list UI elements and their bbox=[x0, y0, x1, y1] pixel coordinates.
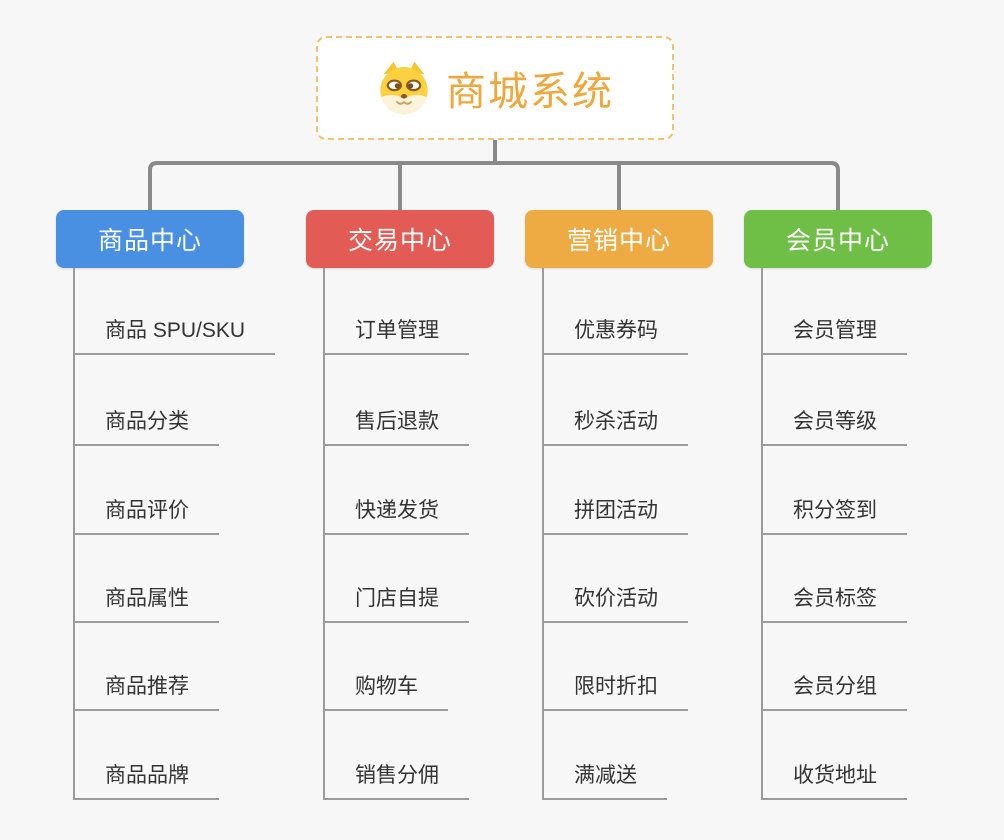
branch-node-product-center[interactable]: 商品中心 bbox=[56, 210, 244, 268]
leaf-node[interactable]: 积分签到 bbox=[761, 497, 907, 535]
leaf-node[interactable]: 收货地址 bbox=[761, 762, 907, 800]
branch-column-marketing: 营销中心 优惠券码 秒杀活动 拼团活动 砍价活动 限时折扣 满减送 bbox=[525, 210, 785, 800]
leaf-node[interactable]: 购物车 bbox=[323, 673, 448, 711]
branch-node-marketing-center[interactable]: 营销中心 bbox=[525, 210, 713, 268]
leaf-node[interactable]: 商品分类 bbox=[73, 408, 219, 446]
leaf-node[interactable]: 会员分组 bbox=[761, 673, 907, 711]
leaf-node[interactable]: 商品品牌 bbox=[73, 762, 219, 800]
branch-column-trade: 交易中心 订单管理 售后退款 快递发货 门店自提 购物车 销售分佣 bbox=[306, 210, 566, 800]
leaf-node[interactable]: 商品推荐 bbox=[73, 673, 219, 711]
leaf-node[interactable]: 售后退款 bbox=[323, 408, 469, 446]
leaf-node[interactable]: 优惠券码 bbox=[542, 317, 688, 355]
leaf-node[interactable]: 商品 SPU/SKU bbox=[73, 317, 276, 355]
leaf-node[interactable]: 会员管理 bbox=[761, 317, 907, 355]
branch-column-member: 会员中心 会员管理 会员等级 积分签到 会员标签 会员分组 收货地址 bbox=[744, 210, 1004, 800]
leaf-node[interactable]: 满减送 bbox=[542, 762, 667, 800]
leaf-node[interactable]: 会员标签 bbox=[761, 585, 907, 623]
leaf-node[interactable]: 门店自提 bbox=[323, 585, 469, 623]
leaf-node[interactable]: 订单管理 bbox=[323, 317, 469, 355]
root-node-mall-system[interactable]: 商城系统 bbox=[316, 36, 674, 140]
dog-face-icon bbox=[380, 61, 428, 115]
leaf-node[interactable]: 砍价活动 bbox=[542, 585, 688, 623]
branch-node-member-center[interactable]: 会员中心 bbox=[744, 210, 932, 268]
leaf-node[interactable]: 拼团活动 bbox=[542, 497, 688, 535]
branch-node-trade-center[interactable]: 交易中心 bbox=[306, 210, 494, 268]
branch-column-product: 商品中心 商品 SPU/SKU 商品分类 商品评价 商品属性 商品推荐 商品品牌 bbox=[56, 210, 316, 800]
leaf-node[interactable]: 快递发货 bbox=[323, 497, 469, 535]
root-title: 商城系统 bbox=[446, 70, 614, 114]
leaf-node[interactable]: 秒杀活动 bbox=[542, 408, 688, 446]
leaf-node[interactable]: 销售分佣 bbox=[323, 762, 469, 800]
leaf-node[interactable]: 限时折扣 bbox=[542, 673, 688, 711]
leaf-node[interactable]: 商品属性 bbox=[73, 585, 219, 623]
leaf-node[interactable]: 会员等级 bbox=[761, 408, 907, 446]
leaf-node[interactable]: 商品评价 bbox=[73, 497, 219, 535]
